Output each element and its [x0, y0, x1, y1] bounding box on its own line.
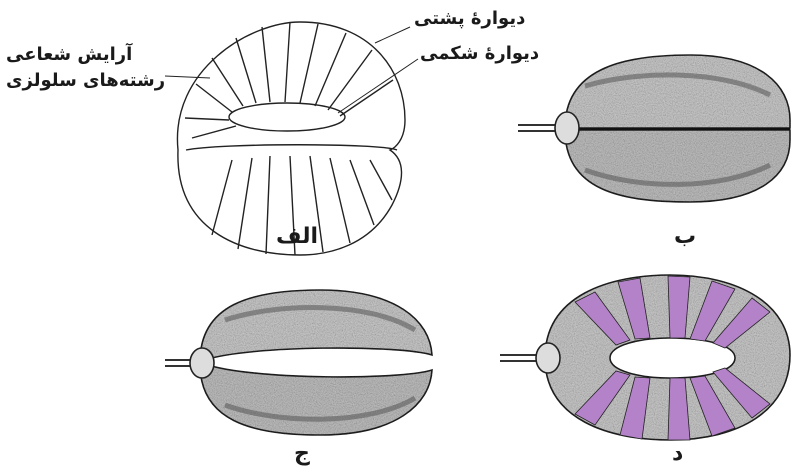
leader-radial-micellation — [165, 76, 210, 78]
label-radial-micellation-line1: آرایش شعاعی — [6, 44, 132, 65]
panel-b-lower-cell — [565, 130, 790, 202]
panel-label-b: ب — [674, 224, 696, 249]
label-ventral-wall: دیوارهٔ شکمی — [420, 43, 539, 64]
panel-label-d: د — [672, 441, 683, 466]
panel-d-open-stoma — [500, 275, 790, 440]
panel-a-waist — [186, 145, 397, 150]
panel-a-diagram — [165, 22, 418, 255]
panel-c-lower-cell — [200, 364, 432, 435]
label-dorsal-wall: دیوارهٔ پشتی — [414, 8, 525, 29]
panel-c-upper-cell — [200, 290, 432, 362]
panel-label-a: الف — [276, 224, 318, 249]
panel-a-outer-outline — [177, 22, 405, 255]
panel-b-closed-stoma — [518, 55, 790, 202]
panel-label-c: ج — [294, 441, 310, 466]
panel-a-stomatal-pore — [229, 103, 345, 131]
leader-ventral-wall — [338, 59, 418, 113]
panel-c-partially-open-stoma — [165, 290, 432, 435]
label-radial-micellation-line2: رشته‌های سلولزی — [6, 70, 165, 91]
panel-a-upper-fibrils — [185, 22, 393, 138]
leader-dorsal-wall — [375, 27, 410, 43]
